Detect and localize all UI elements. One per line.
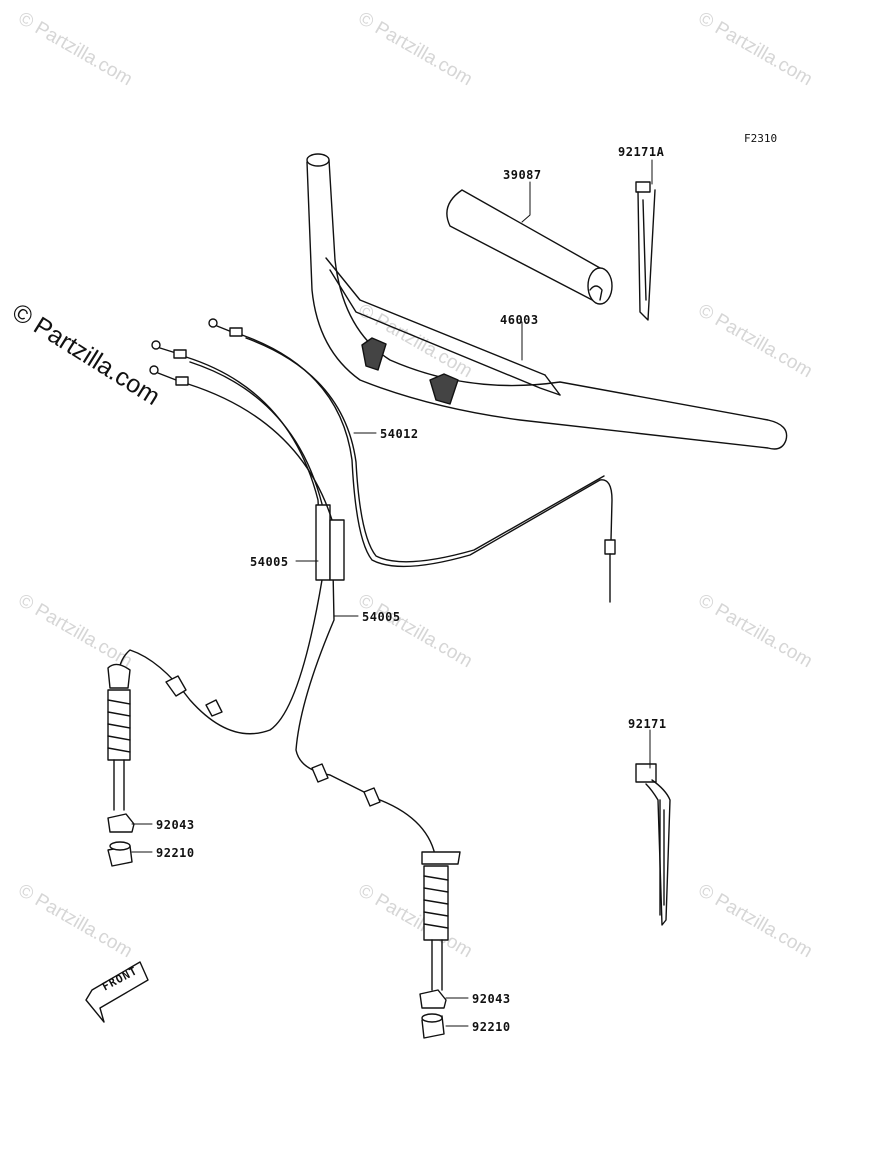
cable-54005-right <box>149 365 437 861</box>
handlebar <box>306 153 788 450</box>
part-label-46003[interactable]: 46003 <box>500 313 539 327</box>
cable-tie-large <box>635 763 671 926</box>
part-label-92210-left[interactable]: 92210 <box>156 846 195 860</box>
leader-lines <box>131 159 653 1027</box>
nut-92043-right <box>419 989 447 1009</box>
part-label-54012[interactable]: 54012 <box>380 427 419 441</box>
figure-code: F2310 <box>744 132 778 145</box>
part-label-92043-left[interactable]: 92043 <box>156 818 195 832</box>
cable-54005-left <box>117 340 331 735</box>
part-label-92171a[interactable]: 92171A <box>618 145 665 159</box>
handlebar-pad <box>446 189 613 305</box>
part-label-92171[interactable]: 92171 <box>628 717 667 731</box>
part-label-92043-right[interactable]: 92043 <box>472 992 511 1006</box>
adjuster-right <box>421 851 461 991</box>
part-label-54005-right[interactable]: 54005 <box>362 610 401 624</box>
adjuster-left <box>107 663 131 811</box>
part-label-54005-left[interactable]: 54005 <box>250 555 289 569</box>
part-label-39087[interactable]: 39087 <box>503 168 542 182</box>
front-arrow <box>85 961 149 1023</box>
cable-tie-small <box>635 181 656 321</box>
nut-92210-right <box>421 1013 445 1039</box>
nut-92043-left <box>107 813 135 833</box>
nut-92210-left <box>107 841 133 867</box>
part-label-92210-right[interactable]: 92210 <box>472 1020 511 1034</box>
cable-54012 <box>208 318 616 603</box>
